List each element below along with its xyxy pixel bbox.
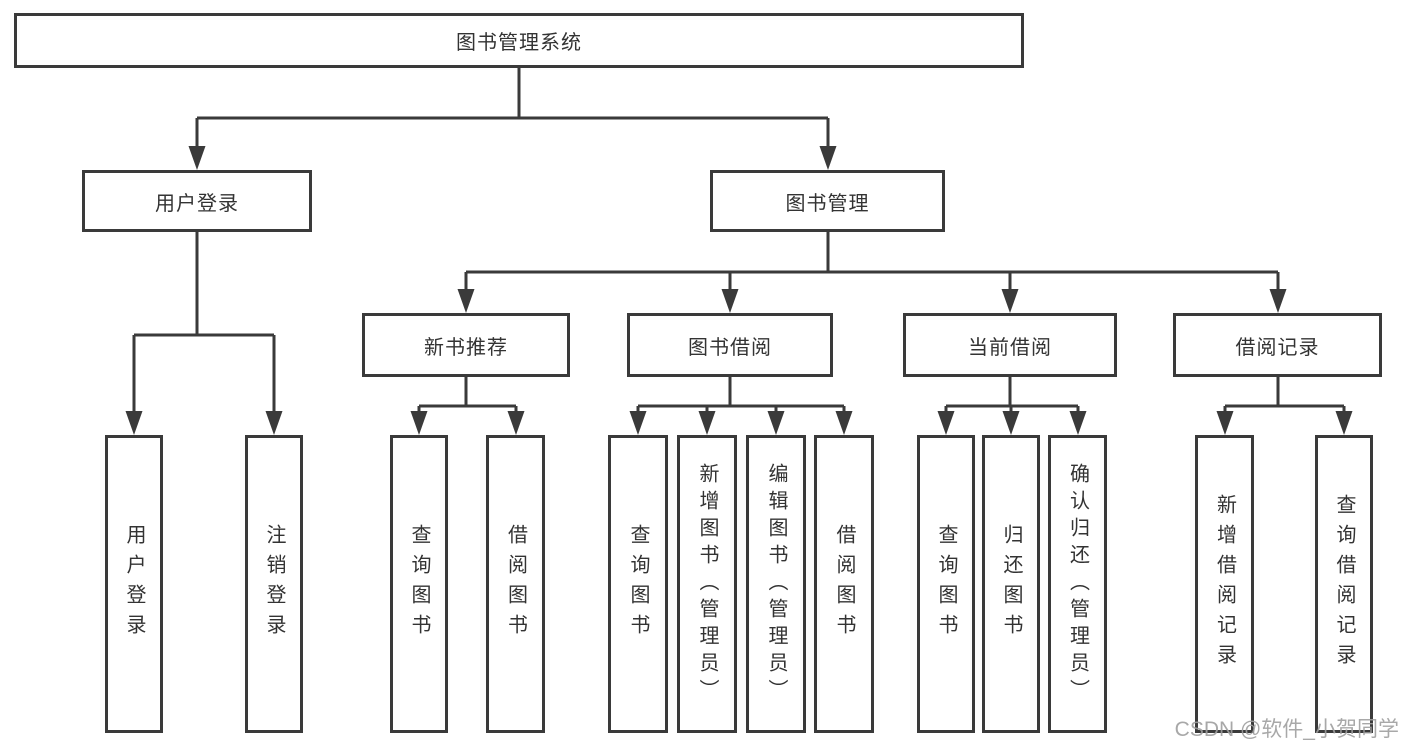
node-user-login-label: 用户登录	[155, 192, 239, 215]
node-new-book-recommendation-label: 新书推荐	[424, 336, 508, 359]
node-leaf-query-books-borrowing: 查询图书	[608, 435, 668, 733]
node-root-label: 图书管理系统	[456, 32, 582, 54]
node-leaf-borrow-books-recommend-label: 借阅图书	[504, 524, 527, 644]
node-leaf-borrow-books-borrowing: 借阅图书	[814, 435, 874, 733]
node-leaf-query-books-recommend-label: 查询图书	[408, 524, 430, 644]
node-leaf-query-books-borrowing-label: 查询图书	[627, 524, 649, 644]
node-leaf-user-login-label: 用户登录	[123, 524, 145, 644]
node-current-borrowing-label: 当前借阅	[968, 336, 1052, 359]
node-leaf-confirm-return-admin-label: 确认归还（管理员）	[1066, 462, 1089, 706]
node-book-management: 图书管理	[710, 170, 945, 232]
node-new-book-recommendation: 新书推荐	[362, 313, 570, 377]
node-borrowing-records-label: 借阅记录	[1235, 336, 1320, 359]
node-leaf-add-borrow-record-label: 新增借阅记录	[1213, 494, 1236, 674]
node-leaf-borrow-books-borrowing-label: 借阅图书	[833, 524, 855, 644]
node-leaf-add-book-admin: 新增图书（管理员）	[677, 435, 737, 733]
node-leaf-edit-book-admin-label: 编辑图书（管理员）	[765, 462, 787, 706]
node-leaf-add-book-admin-label: 新增图书（管理员）	[696, 462, 718, 706]
node-leaf-query-borrow-record-label: 查询借阅记录	[1333, 494, 1355, 674]
node-leaf-query-books-recommend: 查询图书	[390, 435, 448, 733]
node-borrowing-records: 借阅记录	[1173, 313, 1382, 377]
node-leaf-query-books-current: 查询图书	[917, 435, 975, 733]
node-leaf-edit-book-admin: 编辑图书（管理员）	[746, 435, 806, 733]
node-leaf-query-books-current-label: 查询图书	[935, 524, 957, 644]
node-leaf-borrow-books-recommend: 借阅图书	[486, 435, 545, 733]
csdn-watermark: CSDN @软件_小贺同学	[1174, 718, 1399, 741]
node-book-borrowing-label: 图书借阅	[688, 336, 772, 359]
node-leaf-add-borrow-record: 新增借阅记录	[1195, 435, 1254, 733]
node-book-management-label: 图书管理	[785, 192, 870, 215]
node-leaf-return-books-label: 归还图书	[1000, 524, 1022, 644]
arrowheads	[125, 146, 1353, 435]
node-root: 图书管理系统	[14, 13, 1024, 68]
node-leaf-logout-label: 注销登录	[263, 524, 285, 644]
node-leaf-user-login: 用户登录	[105, 435, 163, 733]
node-leaf-query-borrow-record: 查询借阅记录	[1315, 435, 1373, 733]
node-current-borrowing: 当前借阅	[903, 313, 1117, 377]
node-user-login: 用户登录	[82, 170, 312, 232]
node-book-borrowing: 图书借阅	[627, 313, 833, 377]
node-leaf-logout: 注销登录	[245, 435, 303, 733]
node-leaf-return-books: 归还图书	[982, 435, 1040, 733]
node-leaf-confirm-return-admin: 确认归还（管理员）	[1048, 435, 1107, 733]
